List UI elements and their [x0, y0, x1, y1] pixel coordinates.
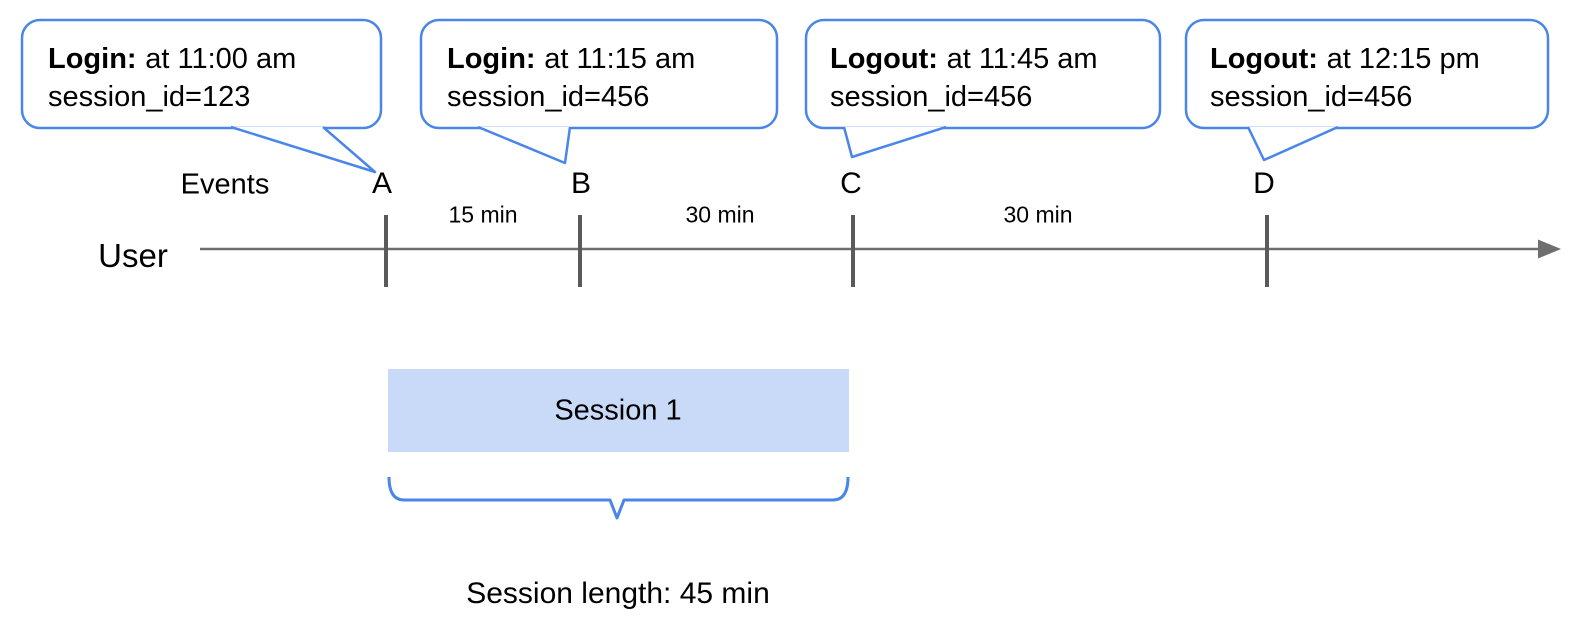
event-letter-c: C: [840, 167, 862, 200]
callout-action: Logout:: [1210, 43, 1318, 75]
callout-bubble-a: [20, 18, 383, 130]
interval-label-ab: 15 min: [448, 201, 518, 228]
callout-text-a: Login:at 11:00 am session_id=123: [48, 40, 296, 116]
callout-text-b: Login:at 11:15 am session_id=456: [447, 40, 695, 116]
callout-time: at 11:15 am: [544, 43, 696, 75]
callout-tail-a: [230, 125, 377, 174]
event-letter-d: D: [1253, 167, 1275, 200]
timeline-arrowhead-icon: [1538, 239, 1561, 259]
event-letter-a: A: [371, 167, 393, 200]
callout-line1: Logout:at 11:45 am: [830, 40, 1098, 78]
callout-action: Logout:: [830, 43, 938, 75]
callout-action: Login:: [447, 43, 536, 75]
events-label: Events: [180, 168, 270, 201]
callout-session-id: session_id=123: [48, 81, 251, 113]
callout-session-id: session_id=456: [447, 81, 650, 113]
callout-line1: Login:at 11:00 am: [48, 40, 296, 78]
session-box: [388, 369, 849, 452]
callout-time: at 12:15 pm: [1326, 43, 1480, 75]
callout-action: Login:: [48, 43, 137, 75]
callout-session-id: session_id=456: [830, 81, 1033, 113]
callout-bubble-d: [1184, 18, 1550, 130]
event-letter-b: B: [570, 167, 592, 200]
callout-bubble-b: [419, 18, 779, 130]
callout-time: at 11:45 am: [946, 43, 1098, 75]
callout-tail-b: [477, 125, 572, 165]
callout-bubble-c: [804, 18, 1162, 130]
interval-label-cd: 30 min: [1003, 201, 1073, 228]
callout-session-id: session_id=456: [1210, 81, 1413, 113]
callout-text-c: Logout:at 11:45 am session_id=456: [830, 40, 1098, 116]
user-label: User: [98, 237, 168, 274]
callout-time: at 11:00 am: [145, 43, 297, 75]
session-length-label: Session length: 45 min: [466, 577, 770, 610]
callout-line1: Login:at 11:15 am: [447, 40, 695, 78]
callout-tail-d: [1246, 125, 1339, 162]
interval-label-bc: 30 min: [685, 201, 755, 228]
callout-tail-c: [842, 125, 947, 159]
session-box-label: Session 1: [554, 394, 682, 427]
session-brace: [387, 476, 850, 520]
callout-line1: Logout:at 12:15 pm: [1210, 40, 1480, 78]
callout-text-d: Logout:at 12:15 pm session_id=456: [1210, 40, 1480, 116]
